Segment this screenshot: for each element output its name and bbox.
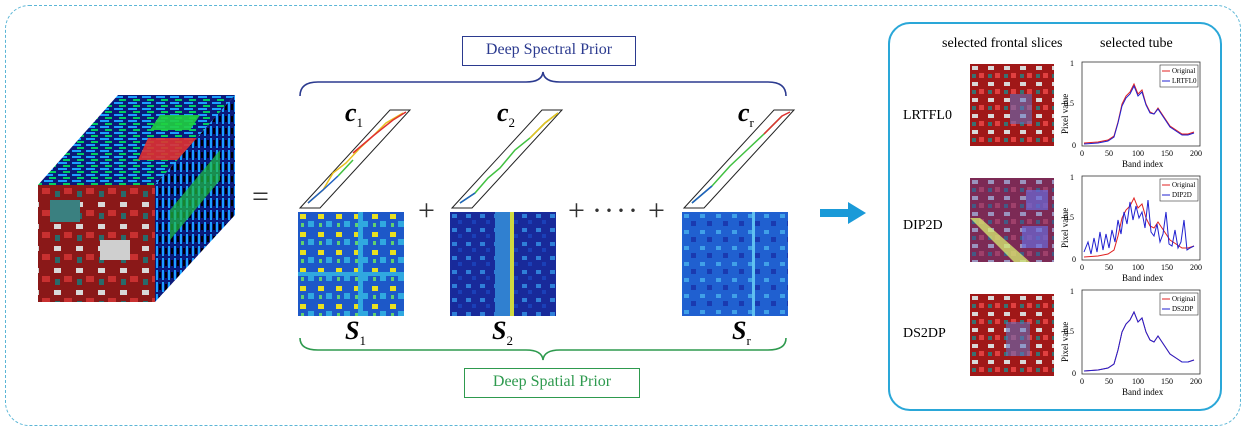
c1-variable: c1 (345, 98, 364, 131)
frontal-slice-dip2d (970, 178, 1054, 262)
frontal-slice-lrtfl0 (970, 64, 1054, 146)
spatial-brace (299, 337, 787, 361)
xlabel: Band index (1122, 159, 1164, 169)
ytick-05: 0.5 (1064, 99, 1074, 108)
xtick-0: 0 (1080, 263, 1084, 272)
legend-original: Original (1172, 67, 1195, 75)
ytick-05: 0.5 (1064, 327, 1074, 336)
xtick-200: 200 (1190, 377, 1202, 386)
xtick-200: 200 (1190, 263, 1202, 272)
frontal-slices-header: selected frontal slices (942, 36, 1063, 51)
ytick-0: 0 (1072, 369, 1076, 378)
ylabel: Pixel value (1060, 94, 1070, 134)
plus-sign-3: + (648, 194, 665, 227)
tube-plot-dip2d: 1 0.5 0 0 50 100 150 200 Band index Pixe… (1060, 173, 1202, 283)
outer-dashed-frame (5, 5, 1241, 426)
method-label-dip2d: DIP2D (903, 218, 943, 233)
xtick-100: 100 (1132, 149, 1144, 158)
spatial-map-2 (450, 212, 556, 316)
xtick-100: 100 (1132, 263, 1144, 272)
hyperspectral-cube (38, 95, 235, 302)
xtick-50: 50 (1105, 149, 1113, 158)
legend-original: Original (1172, 181, 1195, 189)
plus-sign-1: + (418, 194, 435, 227)
plus-sign-2: + (568, 194, 585, 227)
c2-variable: c2 (497, 98, 516, 131)
ytick-1: 1 (1070, 173, 1074, 182)
legend-method: DIP2D (1172, 191, 1192, 199)
spatial-map-1 (298, 212, 404, 316)
method-label-lrtfl0: LRTFL0 (903, 108, 952, 123)
right-arrow-icon (820, 202, 866, 224)
legend-method: DS2DP (1172, 305, 1194, 313)
ytick-1: 1 (1070, 59, 1074, 68)
deep-spectral-prior-label: Deep Spectral Prior (462, 36, 636, 66)
ytick-0: 0 (1072, 255, 1076, 264)
xtick-0: 0 (1080, 149, 1084, 158)
legend-method: LRTFL0 (1172, 77, 1197, 85)
xlabel: Band index (1122, 387, 1164, 397)
ytick-05: 0.5 (1064, 213, 1074, 222)
xtick-100: 100 (1132, 377, 1144, 386)
xlabel: Band index (1122, 273, 1164, 283)
method-label-ds2dp: DS2DP (903, 326, 946, 341)
spectral-curve-1 (298, 109, 412, 209)
xtick-50: 50 (1105, 377, 1113, 386)
s2-variable: S2 (492, 316, 513, 349)
frontal-slice-ds2dp (970, 294, 1054, 376)
ytick-0: 0 (1072, 141, 1076, 150)
s1-variable: S1 (345, 316, 366, 349)
spectral-curve-2 (450, 109, 564, 209)
spectral-curve-r (682, 109, 796, 209)
tube-plot-lrtfl0: 1 0.5 0 0 50 100 150 200 Band index Pixe… (1060, 59, 1202, 169)
xtick-150: 150 (1161, 149, 1173, 158)
spectral-brace (299, 71, 787, 97)
spatial-map-r (682, 212, 788, 316)
legend-original: Original (1172, 295, 1195, 303)
equals-sign: = (252, 180, 269, 213)
xtick-50: 50 (1105, 263, 1113, 272)
xtick-0: 0 (1080, 377, 1084, 386)
tube-plot-ds2dp: 1 0.5 0 0 50 100 150 200 Band index Pixe… (1060, 287, 1202, 397)
ylabel: Pixel value (1060, 208, 1070, 248)
xtick-150: 150 (1161, 377, 1173, 386)
selected-tube-header: selected tube (1100, 36, 1173, 51)
ellipsis-dots: ···· (592, 194, 640, 227)
xtick-150: 150 (1161, 263, 1173, 272)
xtick-200: 200 (1190, 149, 1202, 158)
ytick-1: 1 (1070, 287, 1074, 296)
sr-variable: Sr (732, 316, 751, 349)
deep-spatial-prior-label: Deep Spatial Prior (464, 368, 640, 398)
cr-variable: cr (738, 98, 754, 131)
ylabel: Pixel value (1060, 322, 1070, 362)
